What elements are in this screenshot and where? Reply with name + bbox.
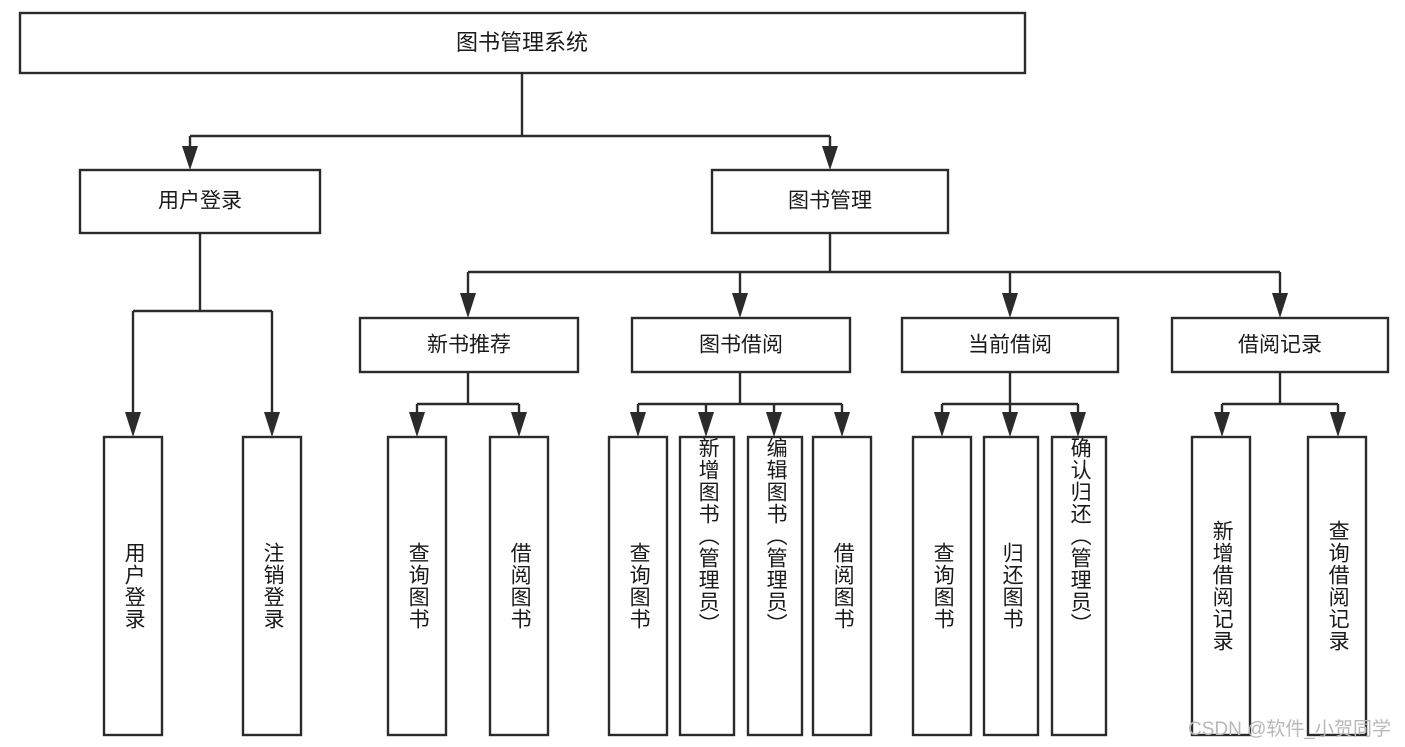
leaf-box-user-login-1[interactable]	[102, 435, 164, 737]
leaf-box-currentborrow-1[interactable]	[911, 435, 973, 737]
connector-bookborrow-to-leaves	[630, 372, 850, 437]
leaf-box-currentborrow-3[interactable]	[1050, 435, 1108, 737]
connector-userlogin-to-leaves	[125, 233, 280, 437]
csdn-watermark: CSDN @软件_小贺同学	[1188, 719, 1391, 740]
node-book-borrow[interactable]: 图书借阅	[630, 316, 852, 374]
node-book-management[interactable]: 图书管理	[710, 168, 950, 235]
node-user-login[interactable]: 用户登录	[78, 168, 322, 235]
leaf-box-bookborrow-1[interactable]	[607, 435, 669, 737]
connector-newbook-to-leaves	[409, 372, 527, 437]
leaf-box-newbook-1[interactable]	[386, 435, 448, 737]
leaf-box-borrowrecord-2[interactable]	[1306, 435, 1368, 737]
connector-bookmgmt-to-level3	[460, 233, 1288, 318]
node-new-book-recommend[interactable]: 新书推荐	[358, 316, 580, 374]
node-label-new-book-recommend: 新书推荐	[427, 334, 511, 357]
connector-root-to-level2	[182, 73, 838, 170]
node-label-book-borrow: 图书借阅	[699, 334, 783, 357]
node-borrow-record[interactable]: 借阅记录	[1170, 316, 1390, 374]
leaf-box-bookborrow-2[interactable]	[678, 435, 736, 737]
node-root-system[interactable]: 图书管理系统	[18, 11, 1027, 75]
node-current-borrow[interactable]: 当前借阅	[900, 316, 1120, 374]
node-label-borrow-record: 借阅记录	[1238, 334, 1322, 357]
leaf-box-user-login-2[interactable]	[241, 435, 303, 737]
leaf-box-newbook-2[interactable]	[488, 435, 550, 737]
node-label-user-login: 用户登录	[158, 190, 242, 213]
node-label-root: 图书管理系统	[456, 30, 588, 55]
leaf-box-borrowrecord-1[interactable]	[1190, 435, 1252, 737]
connector-currentborrow-to-leaves	[934, 372, 1086, 437]
leaf-box-bookborrow-4[interactable]	[811, 435, 873, 737]
leaf-box-bookborrow-3[interactable]	[746, 435, 804, 737]
leaf-box-currentborrow-2[interactable]	[982, 435, 1040, 737]
node-label-book-management: 图书管理	[788, 190, 872, 213]
connector-borrowrecord-to-leaves	[1214, 372, 1346, 437]
node-label-current-borrow: 当前借阅	[968, 334, 1052, 357]
